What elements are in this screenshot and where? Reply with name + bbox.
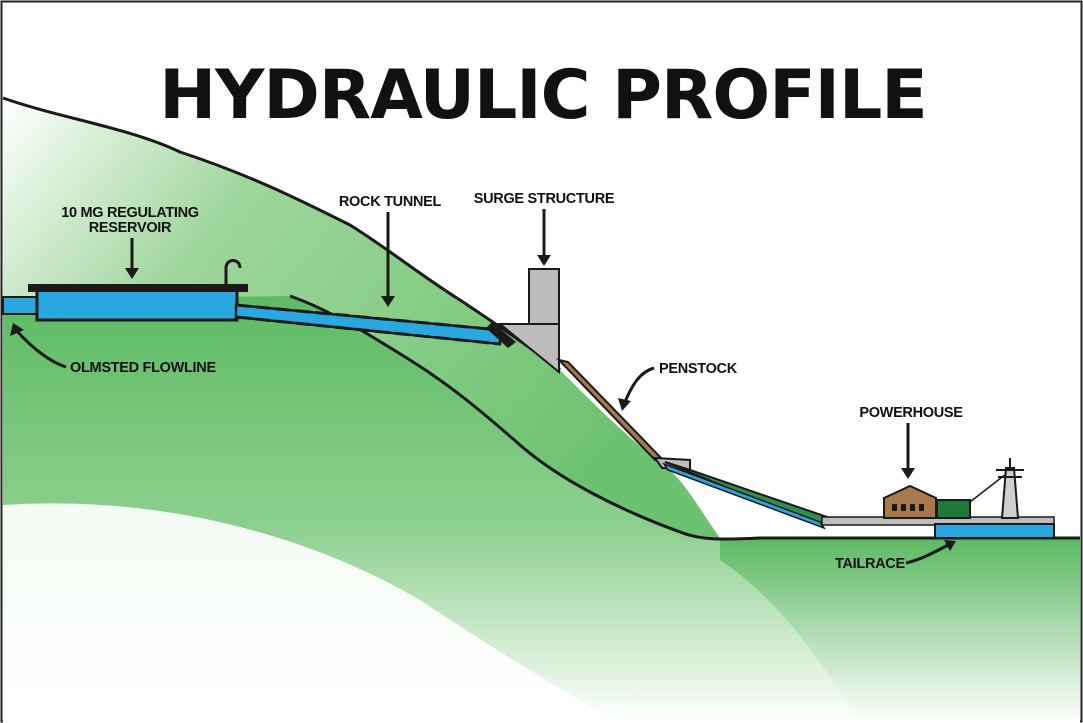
label-olmsted-flowline: OLMSTED FLOWLINE — [70, 360, 216, 376]
powerhouse-window — [901, 504, 906, 511]
label-reservoir-line1: 10 MG REGULATING — [61, 205, 199, 221]
arrow-tailrace — [905, 543, 949, 565]
transmission-tower — [1000, 467, 1020, 519]
penstock-lower-pipe — [662, 462, 826, 530]
label-reservoir-line2: RESERVOIR — [89, 220, 172, 236]
label-tailrace: TAILRACE — [835, 556, 905, 572]
label-rock-tunnel: ROCK TUNNEL — [339, 194, 442, 210]
arrow-reservoir-head — [125, 268, 139, 279]
rock-tunnel-bottom-dash — [235, 315, 501, 346]
foreground-fade — [3, 503, 620, 723]
arrow-olmsted-head — [10, 323, 24, 336]
arrow-penstock-head — [618, 398, 631, 411]
right-ground — [720, 538, 1080, 723]
label-penstock: PENSTOCK — [659, 361, 738, 377]
surge-structure-base — [497, 323, 560, 375]
label-powerhouse: POWERHOUSE — [859, 405, 963, 421]
reservoir-cover — [28, 284, 248, 292]
arrow-powerhouse-head — [901, 468, 915, 479]
tailrace-channel — [934, 523, 1055, 539]
tunnel-portal — [486, 322, 516, 348]
reservoir-vent — [224, 259, 242, 284]
regulating-reservoir — [35, 288, 239, 322]
powerhouse-window — [919, 504, 924, 511]
powerhouse-window — [892, 504, 897, 511]
arrow-tailrace-head — [944, 540, 956, 551]
arrow-rock-tunnel-head — [381, 296, 395, 307]
rock-tunnel-top-dash — [235, 303, 501, 332]
surge-structure-tower — [528, 268, 560, 327]
hill-outline — [289, 294, 1080, 541]
arrow-penstock — [623, 366, 655, 403]
arrow-olmsted — [14, 329, 67, 369]
ridge-outline — [2, 96, 561, 372]
diagram-title: HYDRAULIC PROFILE — [159, 56, 926, 135]
arrow-surge-head — [537, 255, 551, 266]
label-surge-structure: SURGE STRUCTURE — [474, 191, 615, 207]
olmsted-flowline-pipe — [2, 296, 40, 315]
powerhouse-window — [910, 504, 915, 511]
transformer — [936, 499, 971, 519]
power-line — [969, 473, 1007, 503]
